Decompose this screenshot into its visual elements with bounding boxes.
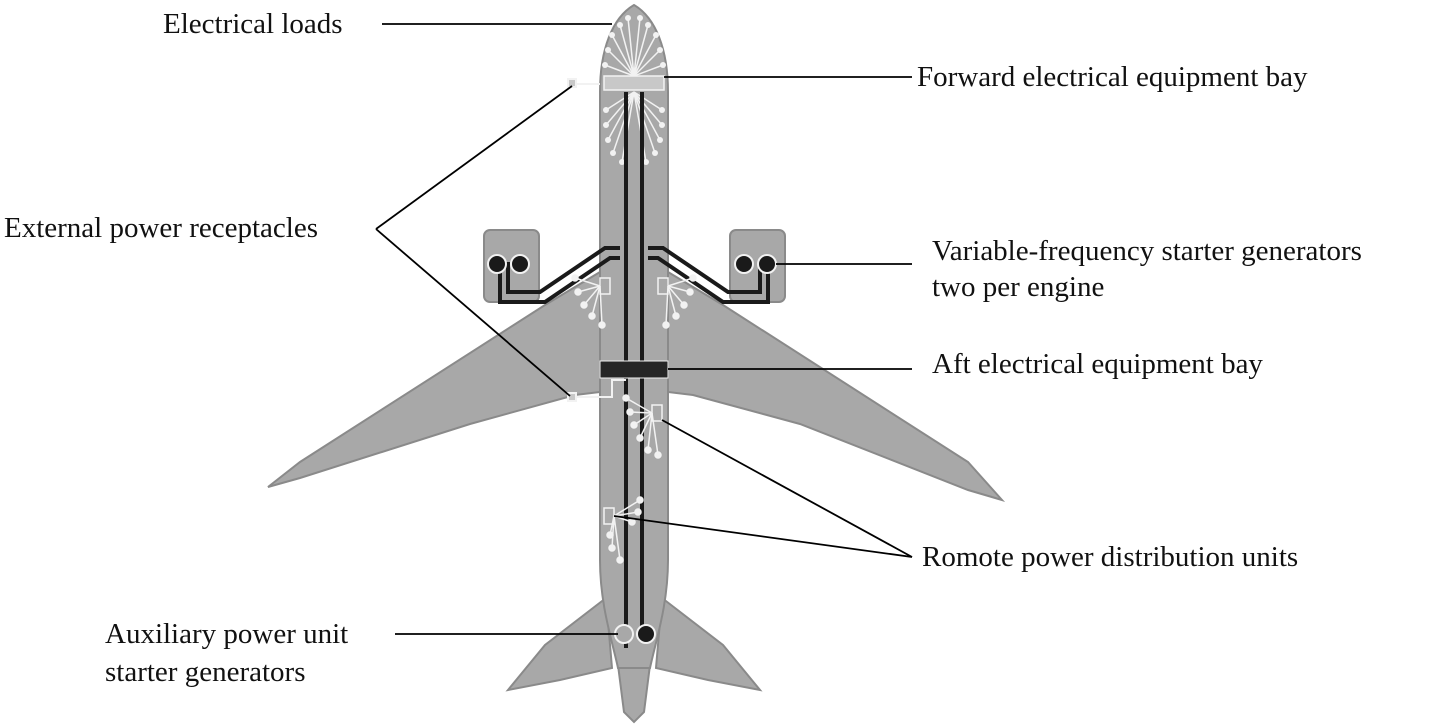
- vfsg-left: [487, 254, 530, 274]
- left-wing-loads: [571, 274, 611, 329]
- airframe: [267, 3, 1006, 724]
- leader-rpdu-upper: [661, 419, 913, 558]
- label-apu-line1: Auxiliary power unit: [105, 618, 349, 650]
- left-stabilizer: [505, 596, 614, 692]
- fuselage: [599, 3, 669, 669]
- aft-equipment-bay: [599, 360, 669, 379]
- label-electrical-loads: Electrical loads: [163, 8, 343, 40]
- label-vfsg-line1: Variable-frequency starter generators: [932, 235, 1362, 267]
- leader-external-power-lower: [375, 228, 571, 397]
- rpdu-upper: [622, 394, 663, 459]
- label-aft-equipment-bay: Aft electrical equipment bay: [932, 348, 1263, 380]
- label-remote-power-distribution-units: Romote power distribution units: [922, 541, 1299, 573]
- forward-equipment-bay: [603, 75, 665, 91]
- tail-cone: [616, 664, 652, 724]
- nose-load-dots: [602, 15, 666, 68]
- label-external-power-receptacles: External power receptacles: [4, 212, 318, 244]
- leader-lines: [375, 23, 913, 635]
- left-wing: [267, 270, 601, 488]
- apu-starter-generators: [614, 624, 656, 644]
- label-vfsg-line2: two per engine: [932, 271, 1105, 303]
- main-wiring: [498, 92, 770, 648]
- right-stabilizer: [654, 596, 763, 692]
- forward-load-dots: [603, 107, 665, 165]
- leader-rpdu-lower: [613, 515, 913, 558]
- label-forward-equipment-bay: Forward electrical equipment bay: [917, 61, 1308, 93]
- leader-external-power-upper: [375, 85, 573, 230]
- vfsg-right: [734, 254, 777, 274]
- right-wing: [667, 270, 1006, 502]
- label-apu-line2: starter generators: [105, 656, 306, 688]
- nose-load-lines: [604, 17, 664, 77]
- right-wing-loads: [657, 274, 697, 329]
